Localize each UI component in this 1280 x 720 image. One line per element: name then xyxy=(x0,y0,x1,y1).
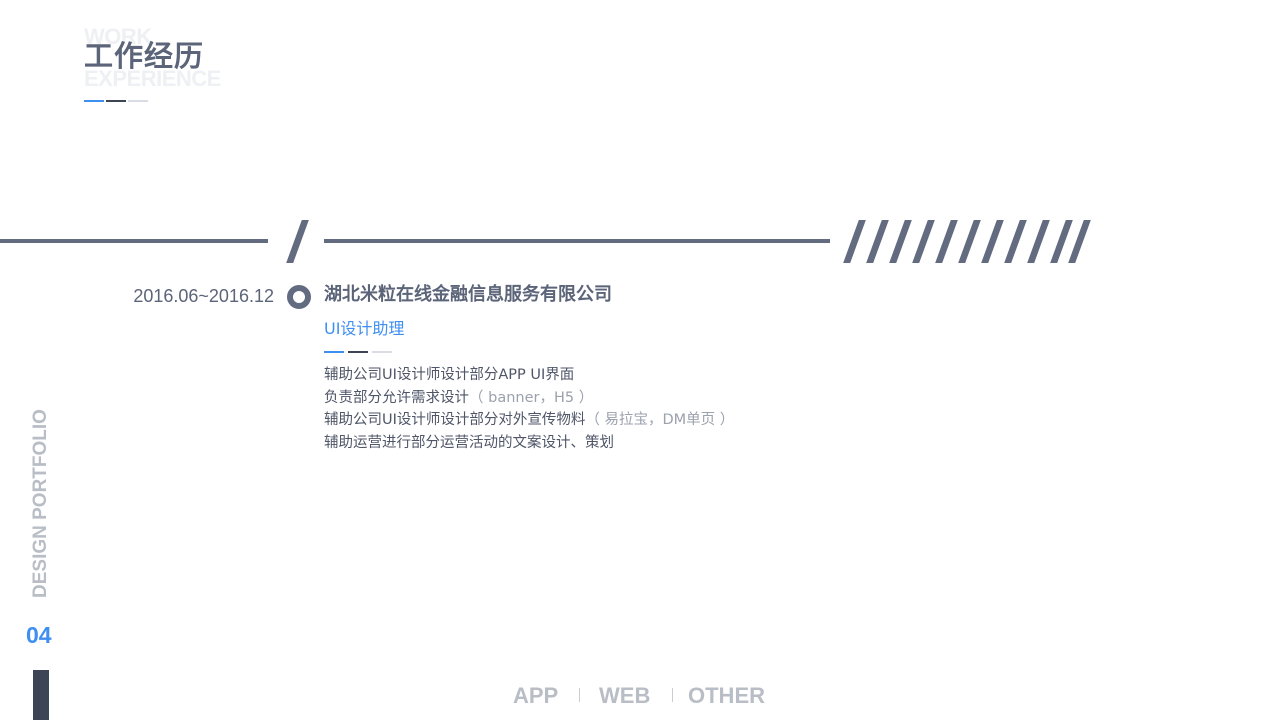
timeline-slash xyxy=(958,220,981,263)
role-underline-light xyxy=(372,351,392,353)
page-number: 04 xyxy=(26,622,52,648)
timeline-node-icon xyxy=(287,285,311,309)
duty-item: 辅助公司UI设计师设计部分APP UI界面 xyxy=(324,364,734,387)
side-accent-bar xyxy=(33,670,49,720)
timeline-slash xyxy=(1004,220,1027,263)
timeline-slash xyxy=(1068,220,1091,263)
duty-text: 辅助运营进行部分运营活动的文案设计、策划 xyxy=(324,434,614,451)
header-bg-word-work: WORK xyxy=(84,24,152,49)
experience-date: 2016.06~2016.12 xyxy=(133,286,274,306)
title-underline-blue xyxy=(84,100,104,102)
duty-text: 辅助公司UI设计师设计部分APP UI界面 xyxy=(324,367,575,383)
nav-item-other[interactable]: OTHER xyxy=(688,683,765,708)
title-underline-dark xyxy=(106,100,126,102)
duty-text: 辅助公司UI设计师设计部分对外宣传物料 xyxy=(324,412,586,428)
duty-text: 负责部分允许需求设计 xyxy=(324,389,469,406)
timeline-slash xyxy=(981,220,1004,263)
duty-note: （ 易拉宝，DM单页 ） xyxy=(585,412,735,428)
nav-item-web[interactable]: WEB xyxy=(599,683,651,708)
timeline-slash xyxy=(843,220,866,263)
experience-company: 湖北米粒在线金融信息服务有限公司 xyxy=(324,284,612,305)
duty-note: （ banner，H5 ） xyxy=(469,389,594,406)
timeline-slash-single xyxy=(286,220,309,263)
duty-item: 辅助公司UI设计师设计部分对外宣传物料（ 易拉宝，DM单页 ） xyxy=(324,409,734,432)
timeline-slash xyxy=(912,220,935,263)
nav-separator xyxy=(579,688,580,702)
header-bg-word-experience: EXPERIENCE xyxy=(84,66,221,91)
portfolio-vertical-label: DESIGN PORTFOLIO xyxy=(30,409,51,598)
timeline-line-left xyxy=(0,239,268,243)
duty-item: 辅助运营进行部分运营活动的文案设计、策划 xyxy=(324,432,734,455)
role-underline-dark xyxy=(348,351,368,353)
experience-role: UI设计助理 xyxy=(324,319,405,338)
timeline-slash xyxy=(935,220,958,263)
page-title: 工作经历 xyxy=(84,39,205,73)
nav-separator xyxy=(672,688,673,702)
timeline-slash xyxy=(889,220,912,263)
timeline-slash xyxy=(866,220,889,263)
title-underline-light xyxy=(128,100,148,102)
duty-item: 负责部分允许需求设计（ banner，H5 ） xyxy=(324,387,734,410)
role-underline-blue xyxy=(324,351,344,353)
timeline-slash xyxy=(1027,220,1050,263)
timeline-line-center xyxy=(324,239,830,243)
duty-list: 辅助公司UI设计师设计部分APP UI界面 负责部分允许需求设计（ banner… xyxy=(324,364,734,454)
nav-item-app[interactable]: APP xyxy=(513,683,559,708)
